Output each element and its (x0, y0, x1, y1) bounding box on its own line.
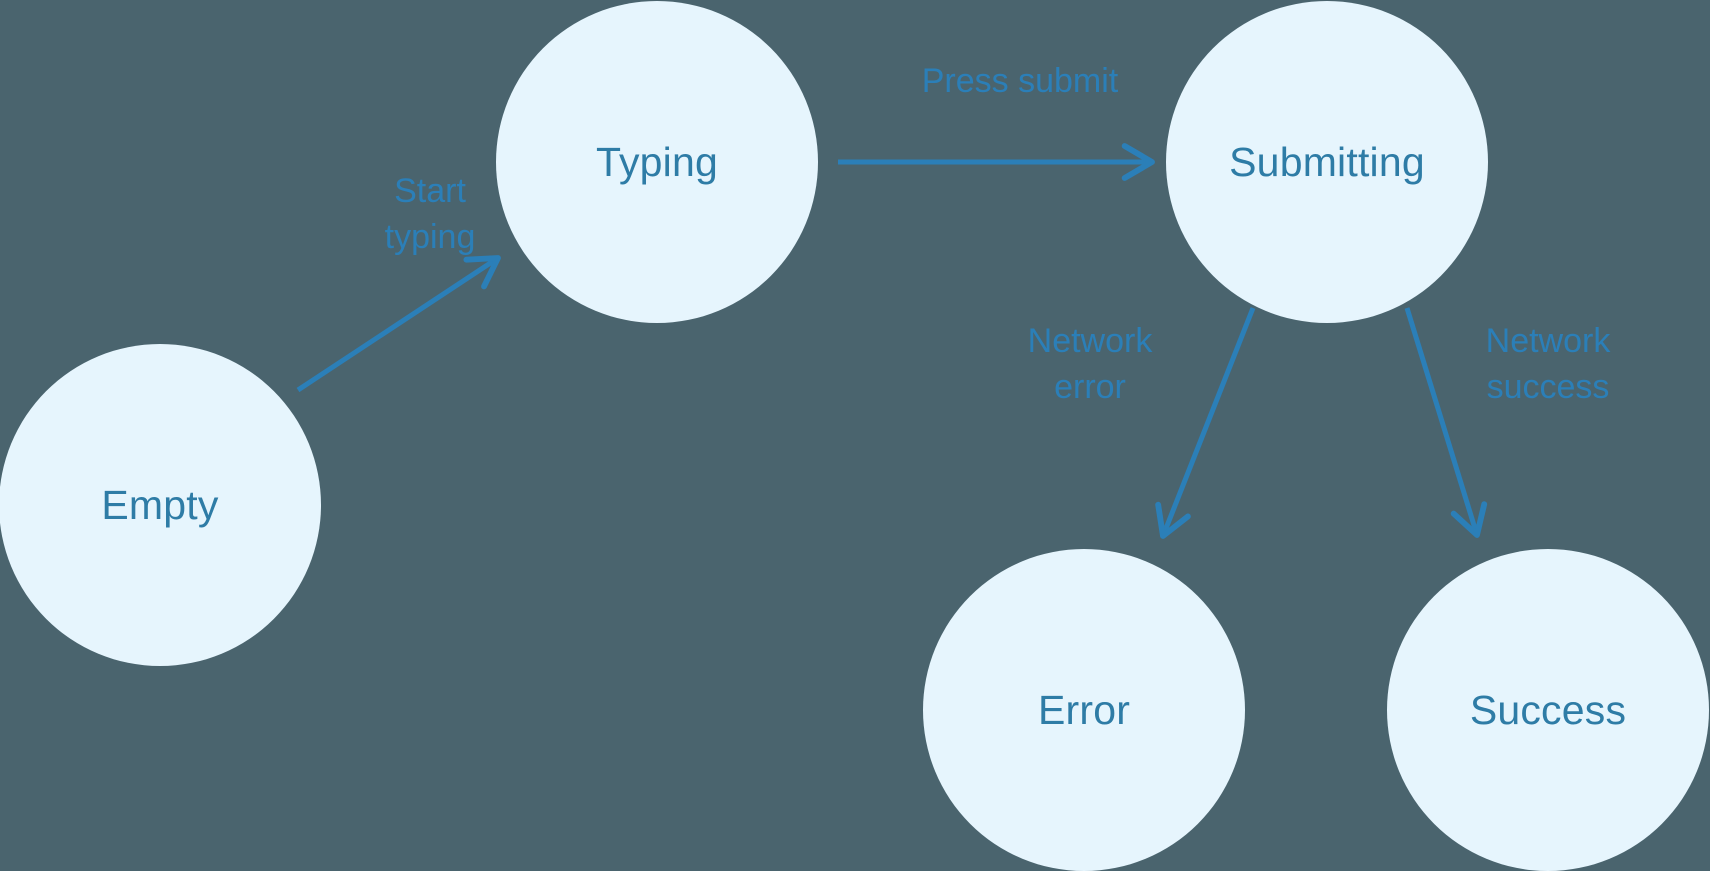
edge-submitting-to-success (1404, 307, 1488, 538)
edge-submitting-to-error (1155, 307, 1256, 539)
state-node-submitting[interactable]: Submitting (1166, 1, 1488, 323)
state-node-typing[interactable]: Typing (496, 1, 818, 323)
state-node-success[interactable]: Success (1387, 549, 1709, 871)
state-node-error[interactable]: Error (923, 549, 1245, 871)
state-node-label: Success (1469, 686, 1627, 733)
state-node-empty[interactable]: Empty (0, 344, 321, 666)
edge-label-network-error: Network error (1027, 322, 1153, 407)
edge-label-press-submit: Press submit (921, 62, 1119, 100)
state-node-label: Typing (596, 138, 718, 185)
edge-empty-to-typing (296, 255, 501, 393)
state-node-label: Empty (101, 481, 219, 528)
edge-label-start-typing: Start typing (384, 172, 476, 257)
state-node-label: Error (1037, 686, 1131, 733)
state-node-label: Submitting (1229, 138, 1425, 185)
edge-label-network-success: Network success (1485, 322, 1611, 407)
